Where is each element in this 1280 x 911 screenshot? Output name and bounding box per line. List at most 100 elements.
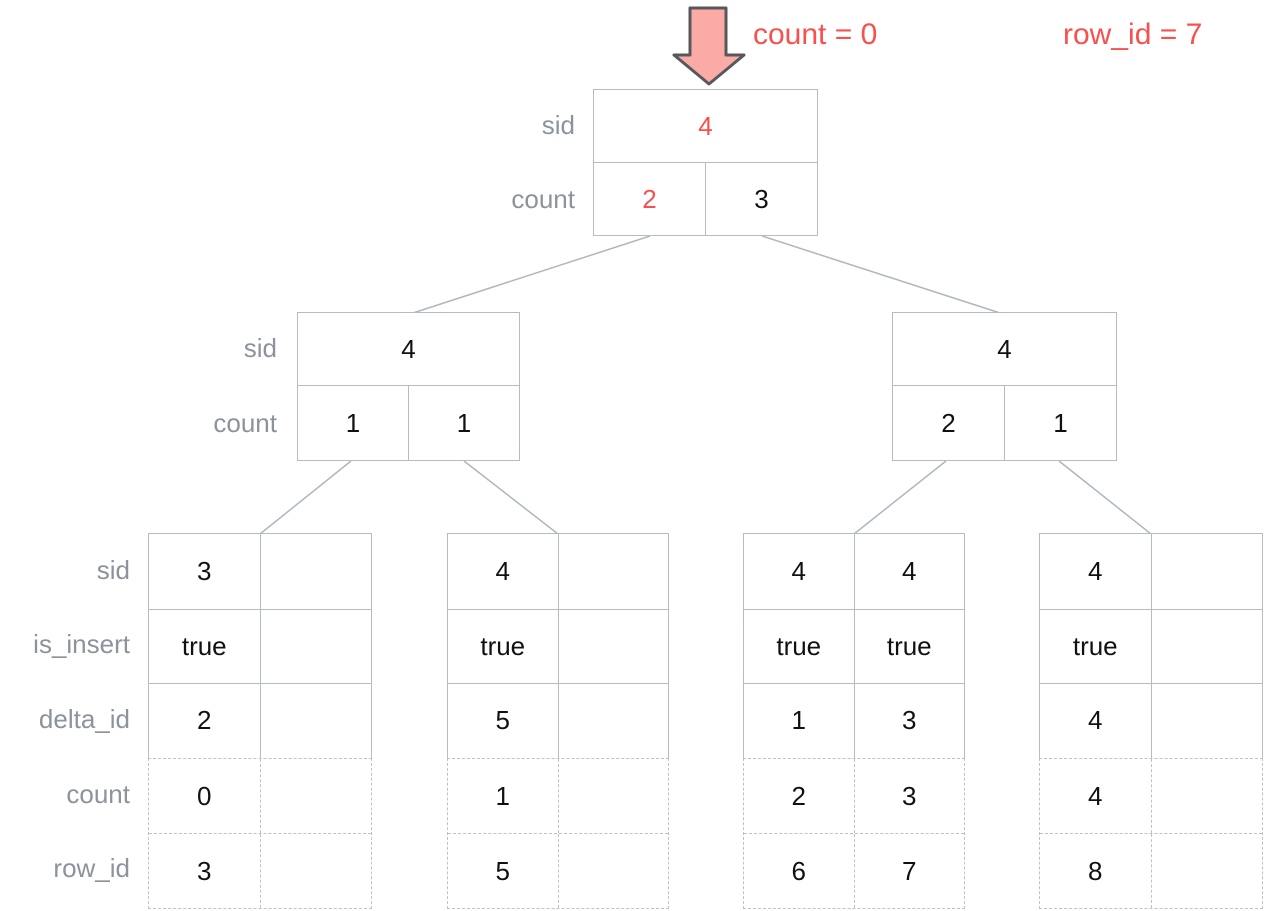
leaf4-count-col1: 4	[1040, 758, 1152, 834]
leaf3-count-row: 2 3	[744, 758, 964, 834]
leaf3-delta-id-col1: 1	[744, 684, 855, 758]
leaf3-dashed-section: 2 3 6 7	[743, 757, 965, 909]
internal-node-right: 4 2 1	[892, 312, 1117, 461]
leaf2-solid-section: 4 true 5	[447, 533, 669, 758]
leaf2-delta-id-row: 5	[448, 683, 668, 758]
leaf-node-2: 4 true 5 1 5	[447, 533, 669, 909]
connector-leftnode-to-leaf1	[259, 460, 352, 535]
leaf1-row-id-row: 3	[149, 833, 371, 908]
leaf-sid-label: sid	[96, 554, 130, 585]
leaf3-delta-id-row: 1 3	[744, 683, 964, 758]
leaf4-row-id-row: 8	[1040, 833, 1262, 908]
leaf2-count-col1: 1	[448, 758, 559, 834]
leaf4-solid-section: 4 true 4	[1039, 533, 1263, 758]
leaf2-row-id-col2	[559, 834, 669, 908]
connector-rightnode-to-leaf3	[853, 460, 947, 535]
root-sid-row: 4	[594, 90, 817, 163]
connector-root-to-right-node	[761, 235, 1001, 314]
leaf4-row-id-col1: 8	[1040, 834, 1152, 908]
leaf2-delta-id-col2	[559, 684, 669, 758]
leaf1-sid-col1: 3	[149, 534, 261, 609]
internal-right-count-left: 2	[893, 386, 1005, 460]
leaf3-sid-col2: 4	[902, 555, 917, 586]
leaf3-row-id-col1: 6	[744, 834, 855, 908]
leaf3-sid-col1: 4	[744, 534, 855, 609]
internal-left-count-row: 1 1	[298, 386, 519, 460]
down-arrow-icon	[672, 6, 746, 86]
leaf3-is-insert-col2: true	[886, 630, 932, 661]
leaf4-row-id-col2	[1152, 834, 1263, 908]
root-sid-label: sid	[541, 110, 575, 140]
leaf3-solid-section: 4 4 true true 1 3	[743, 533, 965, 758]
leaf1-count-row: 0	[149, 758, 371, 834]
leaf1-sid-col2	[261, 534, 372, 609]
internal-right-count-right: 1	[1053, 407, 1068, 438]
leaf2-sid-col1: 4	[448, 534, 559, 609]
internal-left-count-left: 1	[298, 386, 409, 460]
connector-root-to-left-node	[412, 235, 651, 314]
leaf2-count-row: 1	[448, 758, 669, 834]
connector-rightnode-to-leaf4	[1058, 460, 1152, 535]
leaf4-sid-row: 4	[1040, 534, 1262, 609]
leaf1-delta-id-col2	[261, 684, 372, 758]
leaf2-row-id-col1: 5	[448, 834, 559, 908]
leaf4-count-col2	[1152, 759, 1263, 834]
leaf4-dashed-section: 4 8	[1039, 757, 1263, 909]
leaf4-delta-id-col1: 4	[1040, 684, 1152, 758]
leaf2-count-col2	[559, 759, 669, 834]
leaf2-dashed-section: 1 5	[447, 757, 669, 909]
leaf3-sid-row: 4 4	[744, 534, 964, 609]
leaf3-is-insert-row: true true	[744, 608, 964, 684]
leaf1-is-insert-col2	[261, 610, 372, 684]
internal-right-count-row: 2 1	[893, 386, 1116, 460]
level2-count-label: count	[213, 407, 277, 438]
root-count-label: count	[511, 183, 575, 214]
leaf-node-1: 3 true 2 0 3	[148, 533, 372, 909]
leaf1-is-insert-col1: true	[149, 609, 261, 684]
internal-left-sid-value: 4	[401, 333, 416, 364]
leaf2-is-insert-row: true	[448, 608, 668, 684]
leaf3-row-id-col2: 7	[902, 855, 917, 886]
leaf2-delta-id-col1: 5	[448, 684, 559, 758]
leaf1-is-insert-row: true	[149, 608, 372, 684]
leaf3-row-id-row: 6 7	[744, 833, 964, 908]
leaf3-count-col2: 3	[902, 780, 917, 811]
root-count-left: 2	[594, 163, 706, 235]
internal-left-count-right: 1	[456, 407, 472, 438]
leaf4-is-insert-col1: true	[1040, 609, 1152, 684]
leaf3-delta-id-col2: 3	[902, 705, 917, 736]
root-count-row: 2 3	[594, 163, 817, 235]
leaf1-row-id-col2	[261, 834, 372, 908]
internal-node-left: 4 1 1	[297, 312, 520, 461]
leaf3-is-insert-col1: true	[744, 609, 855, 684]
level2-sid-label: sid	[243, 333, 277, 363]
leaf4-count-row: 4	[1040, 758, 1263, 834]
leaf4-is-insert-col2	[1152, 610, 1263, 684]
root-sid-value: 4	[698, 110, 713, 141]
leaf4-sid-col1: 4	[1040, 534, 1152, 609]
internal-right-sid-value: 4	[997, 333, 1012, 364]
annotation-row-id: row_id = 7	[1063, 18, 1203, 51]
leaf2-row-id-row: 5	[448, 833, 668, 908]
leaf-node-3: 4 4 true true 1 3 2 3 6 7	[743, 533, 965, 909]
leaf1-solid-section: 3 true 2	[148, 533, 372, 758]
leaf4-delta-id-row: 4	[1040, 683, 1262, 758]
leaf4-is-insert-row: true	[1040, 608, 1263, 684]
leaf-node-4: 4 true 4 4 8	[1039, 533, 1263, 909]
leaf4-sid-col2	[1152, 534, 1263, 609]
leaf3-count-col1: 2	[744, 758, 855, 834]
leaf2-is-insert-col1: true	[448, 609, 559, 684]
leaf-is-insert-label: is_insert	[33, 629, 130, 660]
leaf1-row-id-col1: 3	[149, 834, 261, 908]
leaf1-delta-id-col1: 2	[149, 684, 261, 758]
leaf-delta-id-label: delta_id	[38, 703, 130, 734]
leaf1-sid-row: 3	[149, 534, 371, 609]
connector-leftnode-to-leaf2	[463, 460, 559, 535]
leaf4-delta-id-col2	[1152, 684, 1263, 758]
leaf2-sid-col2	[559, 534, 669, 609]
leaf1-delta-id-row: 2	[149, 683, 371, 758]
internal-right-sid-row: 4	[893, 313, 1116, 386]
leaf1-count-col1: 0	[149, 758, 261, 834]
leaf1-dashed-section: 0 3	[148, 757, 372, 909]
